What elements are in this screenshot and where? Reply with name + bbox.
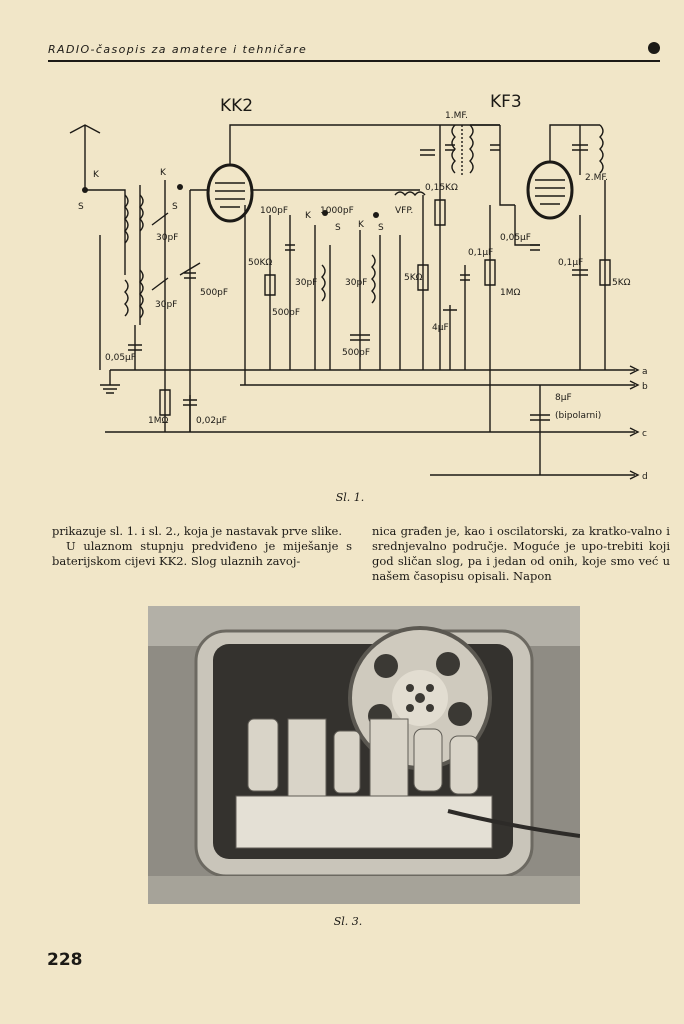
terminal-b-label: b bbox=[642, 382, 648, 392]
tube-kk2-label: KK2 bbox=[220, 96, 253, 116]
header-bullet-icon bbox=[648, 42, 660, 54]
terminal-c-label: c bbox=[642, 429, 647, 439]
cap-30pf-b-label: 30pF bbox=[155, 300, 177, 310]
terminal-d-label: d bbox=[642, 472, 648, 482]
paragraph-left-1: prikazuje sl. 1. i sl. 2., koja je nasta… bbox=[52, 524, 342, 538]
switch-s1-label: S bbox=[78, 202, 84, 212]
res-1mohm-label: 1MΩ bbox=[148, 416, 168, 426]
cap-100pf-label: 100pF bbox=[260, 206, 288, 216]
switch-k2-label: K bbox=[160, 168, 167, 178]
radio-chassis-photo bbox=[148, 606, 580, 904]
header-title: RADIO-časopis za amatere i tehničare bbox=[48, 43, 308, 56]
res-5k-a-label: 5KΩ bbox=[404, 273, 423, 283]
switch-s3-label: S bbox=[335, 223, 341, 233]
figure-3-caption: Sl. 3. bbox=[333, 915, 363, 928]
switch-k4-label: K bbox=[358, 220, 365, 230]
text-column-left: prikazuje sl. 1. i sl. 2., koja je nasta… bbox=[52, 524, 352, 569]
cap-005uf-label: 0,05μF bbox=[105, 353, 136, 363]
res-015k-label: 0,15KΩ bbox=[425, 183, 458, 193]
terminal-a-label: a bbox=[642, 367, 648, 377]
cap-30pf-c-label: 30pF bbox=[295, 278, 317, 288]
page-number: 228 bbox=[47, 950, 83, 970]
res-5k-b-label: 5KΩ bbox=[612, 278, 631, 288]
tube-kf3-label: KF3 bbox=[490, 92, 522, 112]
res-50k-label: 50KΩ bbox=[248, 258, 272, 268]
cap-4uf-label: 4μF bbox=[432, 323, 449, 333]
paragraph-right-1: nica građen je, kao i oscilatorski, za k… bbox=[372, 524, 670, 583]
cap-30pf-d-label: 30pF bbox=[345, 278, 367, 288]
text-column-right: nica građen je, kao i oscilatorski, za k… bbox=[372, 524, 670, 584]
page-header: RADIO-časopis za amatere i tehničare bbox=[48, 42, 660, 62]
figure-1-caption: Sl. 1. bbox=[335, 491, 365, 504]
cap-500pf-b-label: 500pF bbox=[272, 308, 300, 318]
bipolar-label: (bipolarni) bbox=[555, 411, 601, 421]
if-transformer-1-label: 1.MF. bbox=[445, 111, 468, 121]
cap-8uf-label: 8μF bbox=[555, 393, 572, 403]
circuit-schematic: KK2 KF3 K S K S 30pF 30pF 500pF 0,05μF 1… bbox=[69, 92, 648, 482]
switch-k1-label: K bbox=[93, 170, 100, 180]
switch-s2-label: S bbox=[172, 202, 178, 212]
paragraph-left-2: U ulaznom stupnju predviđeno je miješanj… bbox=[52, 539, 352, 568]
cap-500pf-a-label: 500pF bbox=[200, 288, 228, 298]
cap-002uf-label: 0,02μF bbox=[196, 416, 227, 426]
res-1m-b-label: 1MΩ bbox=[500, 288, 520, 298]
if-transformer-2-label: 2.MF. bbox=[585, 173, 608, 183]
switch-s4-label: S bbox=[378, 223, 384, 233]
switch-k3-label: K bbox=[305, 211, 312, 221]
cap-005uf-b-label: 0,05μF bbox=[500, 233, 531, 243]
cap-1000pf-label: 1000pF bbox=[320, 206, 354, 216]
cap-01uf-b-label: 0,1μF bbox=[558, 258, 583, 268]
cap-30pf-a-label: 30pF bbox=[156, 233, 178, 243]
cap-01uf-a-label: 0,1μF bbox=[468, 248, 493, 258]
cap-500pf-c-label: 500pF bbox=[342, 348, 370, 358]
vfp-label: VFP. bbox=[395, 206, 413, 216]
